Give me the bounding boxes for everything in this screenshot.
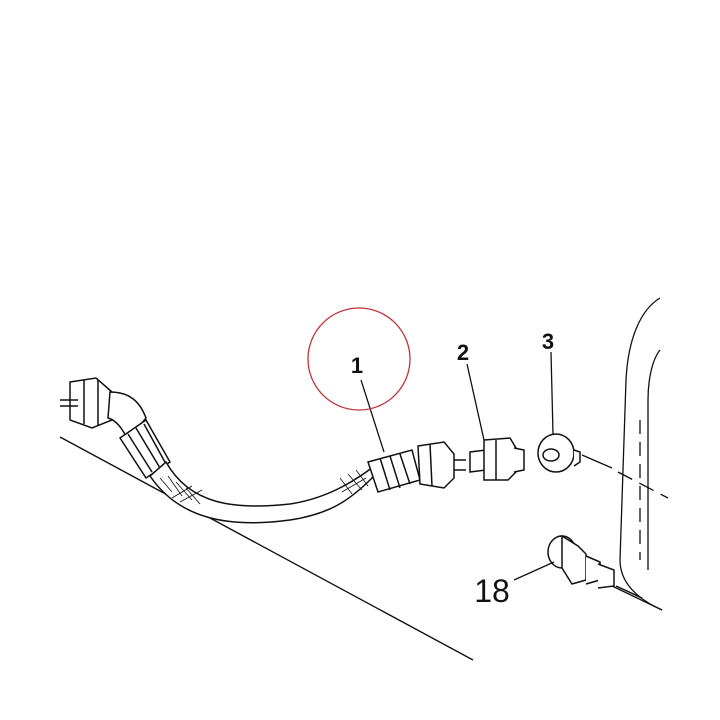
callout-3: 3 <box>542 329 554 354</box>
leader-line-3 <box>550 351 554 435</box>
leader-line-2 <box>466 363 485 441</box>
highlight-circle <box>307 307 411 411</box>
reference-line <box>59 436 474 661</box>
leader-line-1 <box>360 379 385 453</box>
callout-2: 2 <box>457 340 469 365</box>
washer-icon <box>537 433 581 473</box>
leader-line-18 <box>513 561 555 581</box>
callout-18: 18 <box>474 573 510 609</box>
housing-outline-icon <box>609 297 663 611</box>
callout-1: 1 <box>351 353 363 378</box>
hose-assembly-icon <box>60 377 466 524</box>
adapter-fitting-icon <box>469 437 525 481</box>
leader-lines <box>360 351 555 581</box>
assembly-line <box>581 454 669 499</box>
banjo-bolt-icon <box>547 534 643 599</box>
